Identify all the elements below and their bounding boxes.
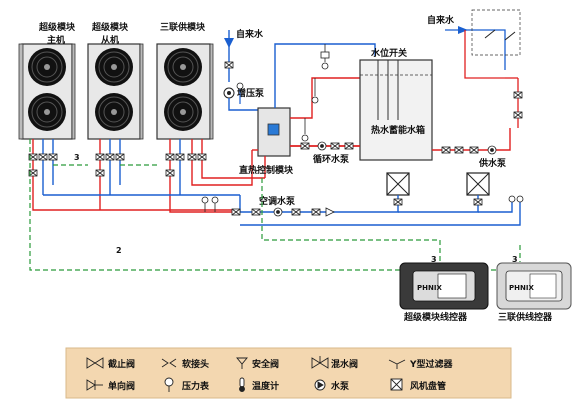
triple-unit (156, 43, 214, 140)
signal-count-3a: 3 (74, 153, 80, 162)
y-strainer-icon (388, 359, 406, 369)
legend-check-valve: 单向阀 (108, 380, 135, 392)
master-unit (18, 43, 76, 140)
water-pump-icon (314, 379, 326, 391)
shutoff-valve-icon (86, 357, 104, 369)
tap-water-right-inlet (445, 9, 521, 128)
direct-heat-module-label: 直热控制模块 (239, 164, 294, 176)
fan-coil-2 (466, 172, 490, 196)
hot-water-tank (359, 59, 433, 161)
signal-count-3c: 3 (512, 255, 518, 264)
unit-triple-label: 三联供模块 (160, 21, 206, 33)
legend-mixing-valve: 混水阀 (331, 358, 358, 370)
tank-label: 热水蓄能水箱 (371, 124, 425, 136)
fan-coil-1 (386, 172, 410, 196)
slave-unit (87, 43, 144, 140)
unit-master-group-label: 超级模块 (38, 21, 76, 33)
unit-slave-label: 从机 (101, 34, 119, 46)
controller-2-brand: PHNIX (509, 284, 534, 292)
level-switch-label: 水位开关 (371, 47, 407, 59)
legend-pressure-gauge: 压力表 (182, 380, 210, 392)
legend-fan-coil: 风机盘管 (410, 380, 446, 392)
legend: 截止阀 软接头 安全阀 混水阀 Y型过滤器 单向阀 压力表 (65, 347, 512, 399)
direct-heat-module (252, 107, 291, 178)
controller-2-name: 三联供线控器 (498, 311, 553, 323)
circulation-fittings (300, 141, 497, 155)
unit-valves (28, 153, 207, 177)
controller-1-brand: PHNIX (417, 284, 442, 292)
legend-water-pump: 水泵 (331, 380, 350, 392)
legend-safety-valve: 安全阀 (252, 358, 279, 370)
unit-pipes (32, 139, 265, 213)
ac-pump-label: 空调水泵 (259, 195, 296, 207)
controller-2: PHNIX (496, 262, 572, 310)
tap-water-right-label: 自来水 (427, 14, 455, 26)
legend-soft-joint: 软接头 (182, 358, 209, 370)
legend-shutoff-valve: 截止阀 (108, 358, 135, 370)
safety-valve-icon (236, 357, 248, 369)
legend-y-strainer: Y型过滤器 (409, 358, 454, 370)
booster-pump-label: 增压泵 (237, 87, 265, 99)
fan-coil-icon (390, 378, 403, 391)
check-valve-icon (86, 379, 103, 391)
ac-loop-fittings (201, 195, 524, 217)
pressure-gauge-icon (164, 377, 174, 392)
mixing-valve-icon (311, 356, 329, 369)
tap-water-left-inlet (224, 30, 234, 82)
tap-right-fittings (513, 91, 523, 119)
legend-thermometer: 温度计 (252, 380, 279, 392)
thermometer-icon (239, 377, 245, 392)
supply-pump-label: 供水泵 (478, 157, 507, 169)
circ-pump-label: 循环水泵 (313, 153, 350, 165)
controller-1: PHNIX (399, 262, 489, 310)
unit-master-label: 主机 (47, 34, 65, 46)
signal-count-2: 2 (116, 246, 122, 255)
top-pipe-fittings (301, 44, 330, 142)
tap-water-left-label: 自来水 (236, 28, 264, 40)
booster-pump (223, 82, 258, 111)
signal-lines (29, 139, 521, 271)
controller-1-name: 超级模块线控器 (403, 311, 468, 323)
signal-count-3b: 3 (431, 255, 437, 264)
unit-slave-group-label: 超级模块 (91, 21, 129, 33)
soft-joint-icon (161, 358, 177, 368)
